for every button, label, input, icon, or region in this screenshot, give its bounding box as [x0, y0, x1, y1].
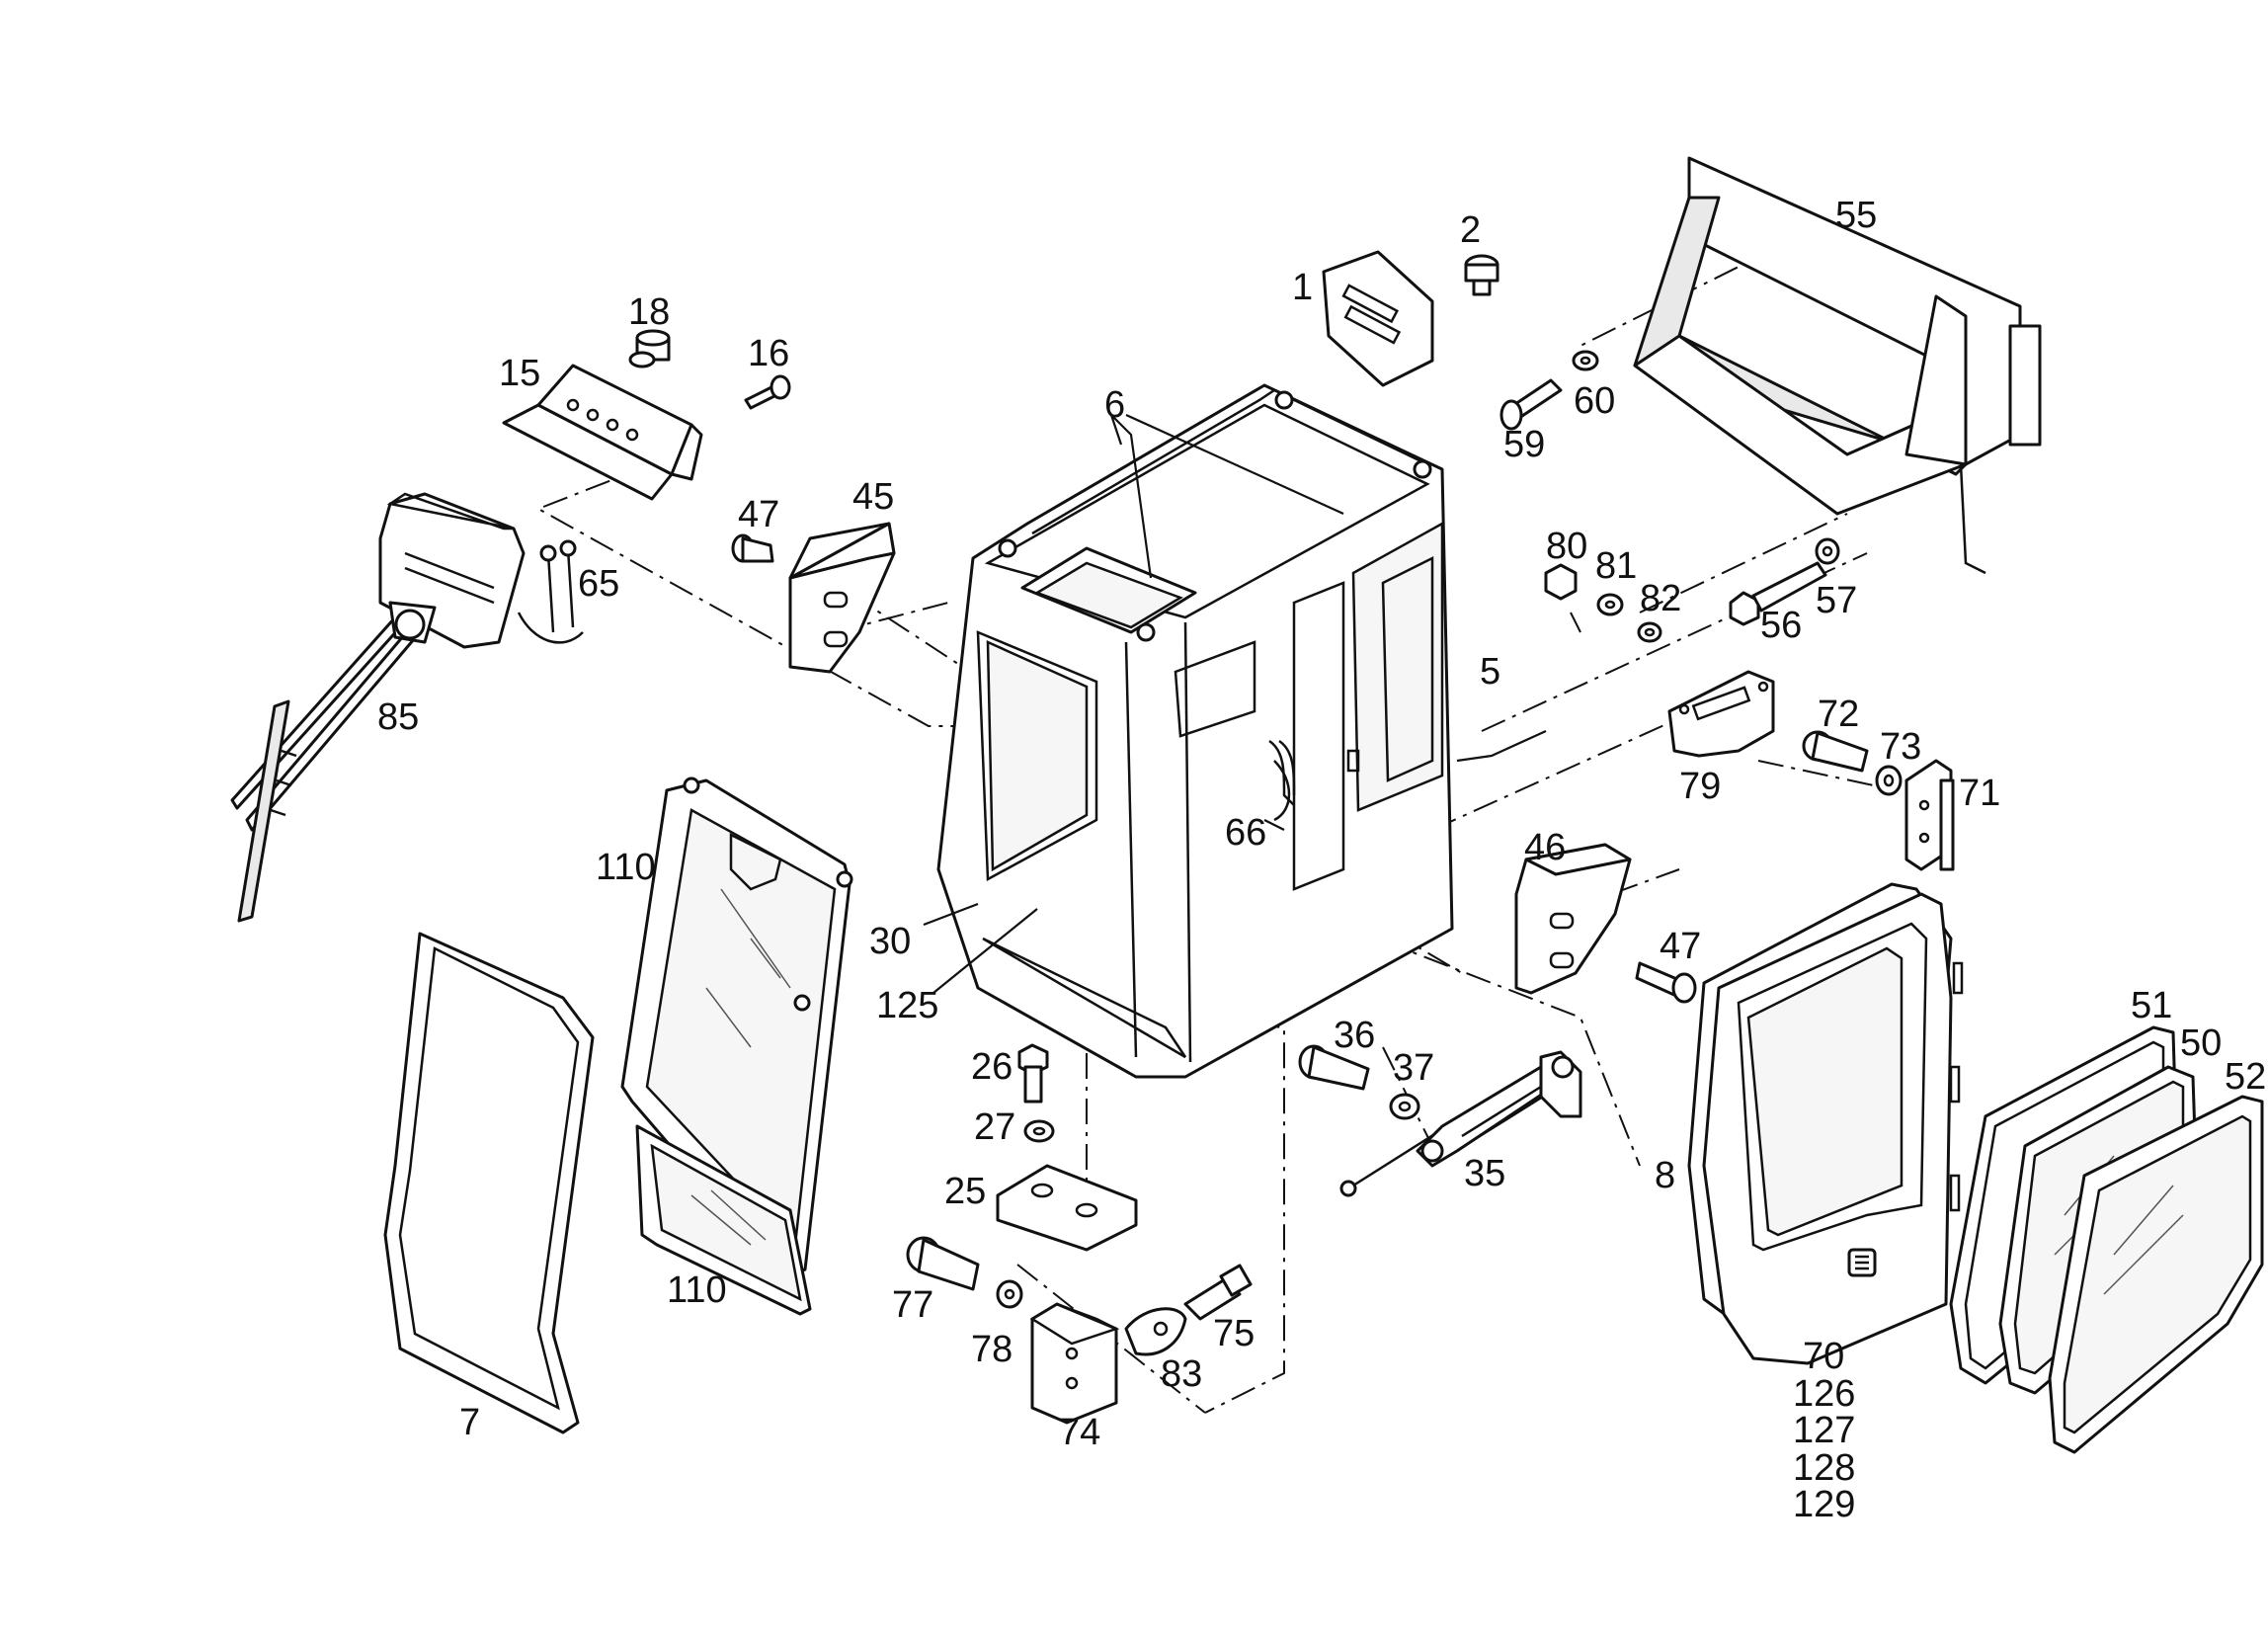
washer-78: [996, 1279, 1023, 1309]
plug: [1464, 254, 1499, 296]
label-79: 79: [1679, 766, 1721, 807]
label-110-upper: 110: [596, 847, 656, 888]
label-leaders: [923, 413, 1547, 994]
label-15: 15: [499, 353, 540, 394]
label-128: 128: [1793, 1447, 1855, 1489]
washer-37: [1389, 1093, 1420, 1120]
label-52: 52: [2225, 1056, 2266, 1098]
label-1: 1: [1292, 267, 1313, 308]
label-25: 25: [944, 1171, 986, 1212]
door-window-seal-52: [2048, 1095, 2264, 1454]
door-stay-35: [1339, 1050, 1582, 1197]
fitting-75: [1183, 1264, 1253, 1321]
label-110-lower: 110: [667, 1269, 727, 1311]
bracket-46: [1514, 843, 1632, 995]
label-71: 71: [1959, 773, 2000, 814]
label-30: 30: [869, 921, 911, 962]
label-77: 77: [892, 1284, 933, 1326]
label-127: 127: [1793, 1410, 1855, 1451]
label-57: 57: [1816, 580, 1857, 621]
label-56: 56: [1760, 605, 1802, 646]
label-60: 60: [1574, 380, 1615, 422]
window-seal-7: [383, 932, 595, 1434]
label-8: 8: [1655, 1155, 1675, 1196]
self-tapping-screw-59: [1499, 378, 1563, 431]
label-18: 18: [628, 291, 670, 333]
label-81: 81: [1595, 545, 1637, 587]
label-37: 37: [1393, 1047, 1434, 1089]
washer-27: [1023, 1119, 1055, 1143]
bolt-77: [906, 1236, 980, 1291]
bolt-47-lower: [1635, 961, 1697, 1004]
label-7: 7: [459, 1402, 480, 1443]
vent-grille: [1322, 250, 1434, 387]
label-47-upper: 47: [738, 494, 779, 535]
wiper-blade: [237, 699, 297, 923]
label-72: 72: [1818, 694, 1859, 735]
cab-frame: [936, 383, 1454, 1079]
label-66: 66: [1225, 812, 1266, 854]
label-5: 5: [1480, 651, 1500, 693]
label-55: 55: [1835, 195, 1877, 236]
label-70: 70: [1803, 1336, 1844, 1377]
label-16: 16: [748, 333, 789, 374]
label-2: 2: [1460, 209, 1481, 251]
plug-18: [628, 329, 671, 368]
label-83: 83: [1161, 1353, 1202, 1395]
bolt-26: [1017, 1043, 1049, 1104]
hinge-plate-74: [1029, 1302, 1120, 1425]
label-65: 65: [578, 563, 619, 605]
label-45: 45: [852, 476, 894, 518]
storage-box: [1633, 156, 2042, 575]
label-129: 129: [1793, 1484, 1855, 1525]
label-50: 50: [2180, 1022, 2222, 1064]
label-35: 35: [1464, 1153, 1505, 1194]
label-6: 6: [1104, 384, 1125, 426]
washer-57: [1815, 537, 1840, 565]
plate-25: [996, 1164, 1138, 1252]
label-74: 74: [1059, 1412, 1100, 1453]
label-47-lower: 47: [1660, 926, 1701, 967]
clamp-83: [1124, 1307, 1187, 1356]
label-36: 36: [1334, 1015, 1375, 1056]
cable-66: [1268, 739, 1296, 806]
label-51: 51: [2131, 985, 2172, 1026]
bracket-45: [788, 522, 896, 674]
part-number-labels: 1 2 55 18 16 15 6 60 59 47 45 65 80 81 8…: [377, 195, 2266, 1525]
bolt-56: [1729, 561, 1827, 626]
label-46: 46: [1524, 827, 1566, 868]
label-27: 27: [974, 1106, 1015, 1148]
washer-60: [1572, 350, 1599, 371]
label-82: 82: [1640, 578, 1681, 619]
front-window-lower: [635, 1124, 812, 1316]
washer-81: [1596, 593, 1624, 616]
label-125: 125: [876, 985, 938, 1026]
mounting-bracket-15: [502, 364, 703, 501]
label-85: 85: [377, 696, 419, 738]
label-126: 126: [1793, 1373, 1855, 1415]
bolt-72: [1802, 730, 1869, 773]
door-lock-79: [1667, 670, 1775, 758]
hinge-71: [1904, 759, 1955, 871]
screw-16: [744, 374, 791, 410]
label-26: 26: [971, 1046, 1012, 1088]
label-80: 80: [1546, 526, 1587, 567]
bolt-36: [1298, 1044, 1370, 1091]
nut-80: [1544, 563, 1578, 601]
cab-door-8: [1687, 882, 1964, 1365]
label-78: 78: [971, 1329, 1012, 1370]
bolt-47-upper: [731, 533, 774, 563]
label-73: 73: [1880, 726, 1921, 768]
label-75: 75: [1213, 1313, 1255, 1354]
washer-82: [1637, 621, 1662, 643]
label-59: 59: [1503, 424, 1545, 465]
washer-73: [1875, 765, 1903, 796]
